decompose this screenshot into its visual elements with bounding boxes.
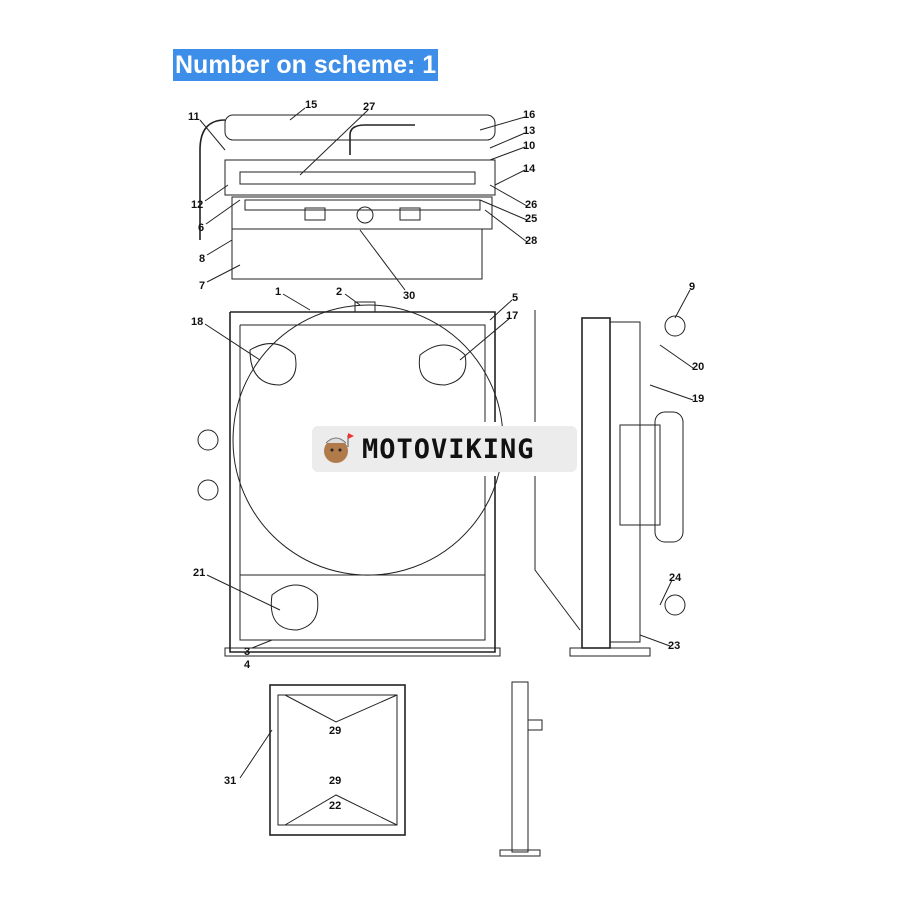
viking-mascot-icon — [324, 433, 354, 463]
callout-22: 22 — [329, 800, 341, 812]
callout-4: 4 — [244, 659, 251, 671]
callout-1: 1 — [275, 286, 281, 298]
bottom-frame — [269, 681, 543, 857]
callout-15: 15 — [305, 99, 317, 111]
callout-8: 8 — [199, 253, 205, 265]
callout-29-lower: 29 — [329, 775, 341, 787]
top-view-assembly — [199, 114, 496, 280]
callout-28: 28 — [525, 235, 537, 247]
side-view-radiator — [534, 310, 686, 657]
callout-25: 25 — [525, 213, 537, 225]
callout-30: 30 — [403, 290, 415, 302]
callout-7: 7 — [199, 280, 205, 292]
callout-6: 6 — [198, 222, 204, 234]
scheme-number-label: Number on scheme: 1 — [173, 49, 439, 81]
callout-2: 2 — [336, 286, 342, 298]
callout-29-upper: 29 — [329, 725, 341, 737]
callout-17: 17 — [506, 310, 518, 322]
callout-labels: 15 27 11 16 13 10 14 12 6 26 25 28 8 7 3… — [188, 99, 704, 812]
brand-name: MOTOVIKING — [362, 433, 535, 465]
front-view-radiator — [197, 301, 503, 657]
leader-lines — [199, 107, 694, 779]
motoviking-watermark: MOTOVIKING — [312, 426, 577, 472]
callout-20: 20 — [692, 361, 704, 373]
callout-27: 27 — [363, 101, 375, 113]
callout-11: 11 — [188, 111, 200, 123]
callout-23: 23 — [668, 640, 680, 652]
callout-16: 16 — [523, 109, 535, 121]
callout-14: 14 — [523, 163, 536, 175]
callout-9: 9 — [689, 281, 695, 293]
callout-24: 24 — [669, 572, 682, 584]
callout-12: 12 — [191, 199, 203, 211]
callout-5: 5 — [512, 292, 518, 304]
callout-21: 21 — [193, 567, 205, 579]
callout-3: 3 — [244, 646, 250, 658]
callout-19: 19 — [692, 393, 704, 405]
callout-18: 18 — [191, 316, 203, 328]
callout-26: 26 — [525, 199, 537, 211]
callout-10: 10 — [523, 140, 535, 152]
callout-31: 31 — [224, 775, 236, 787]
callout-13: 13 — [523, 125, 535, 137]
